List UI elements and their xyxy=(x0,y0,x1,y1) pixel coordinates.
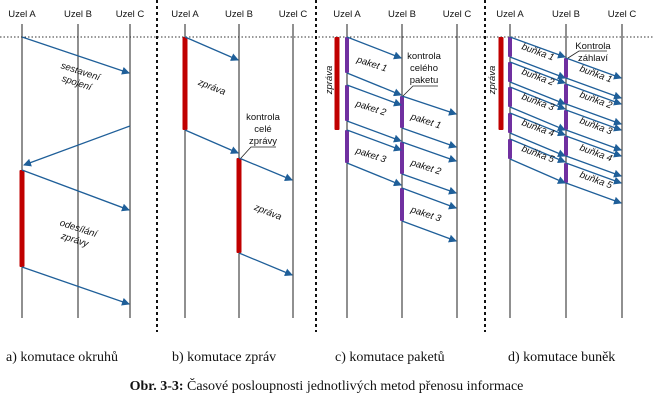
cell-bar-d-a-3 xyxy=(508,87,512,107)
figure-caption: Obr. 3-3: Časové posloupnosti jednotlivý… xyxy=(0,379,653,395)
node-label-b-b: Uzel B xyxy=(225,9,253,20)
figure-number: Obr. 3-3: xyxy=(129,379,184,394)
cell-label-ab-5: buňka 5 xyxy=(520,144,556,166)
cell-bar-d-a-1 xyxy=(508,37,512,57)
check-packet-3: paketu xyxy=(410,75,439,86)
node-label-c-a: Uzel A xyxy=(333,9,361,20)
node-label-d-b: Uzel B xyxy=(552,9,580,20)
message-bar-b-a xyxy=(182,37,188,130)
packet-bar-c-a-3 xyxy=(345,130,349,163)
node-label-a-c: Uzel C xyxy=(116,9,145,20)
message-bar-d xyxy=(498,37,504,130)
panel-a: Uzel A Uzel B Uzel C sestavení spojení o… xyxy=(8,9,144,318)
message-arrow-bc-end xyxy=(238,252,293,277)
cell-bar-d-b-3 xyxy=(564,110,568,130)
node-label-c-b: Uzel B xyxy=(388,9,416,20)
packet-label-ab-1: paket 1 xyxy=(354,54,388,74)
check-header-1: Kontrola xyxy=(575,41,611,52)
check-whole-message-1: kontrola xyxy=(246,112,281,123)
packet-bar-c-b-1 xyxy=(400,96,404,128)
packet-bar-c-b-2 xyxy=(400,142,404,174)
packet-label-ab-3: paket 3 xyxy=(353,145,388,166)
zprava-label-1: zpráva xyxy=(196,77,227,98)
caption-a: a) komutace okruhů xyxy=(6,350,118,365)
panel-b: Uzel A Uzel B Uzel C zpráva kontrola cel… xyxy=(171,9,307,318)
cell-label-bc-1: buňka 1 xyxy=(578,64,614,86)
cell-bar-d-b-2 xyxy=(564,84,568,104)
node-label-d-c: Uzel C xyxy=(608,9,637,20)
message-bar-c xyxy=(334,37,340,130)
node-label-c-c: Uzel C xyxy=(443,9,472,20)
cell-label-ab-3: buňka 3 xyxy=(520,92,556,114)
confirm-arrow xyxy=(23,125,131,167)
cell-label-bc-5: buňka 5 xyxy=(578,170,614,192)
packet-label-bc-1: paket 1 xyxy=(408,111,442,131)
send-arrow-start xyxy=(21,169,130,212)
cell-label-ab-2: buňka 2 xyxy=(520,67,556,89)
packet-label-bc-3: paket 3 xyxy=(408,204,443,225)
cell-bar-d-b-5 xyxy=(564,163,568,183)
cell-arrows-bc xyxy=(565,57,622,205)
figure-title: Časové posloupnosti jednotlivých metod p… xyxy=(187,379,524,394)
cell-label-bc-3: buňka 3 xyxy=(578,116,614,138)
cell-bar-d-a-5 xyxy=(508,139,512,159)
cell-arrows-ab xyxy=(509,36,566,184)
message-arrow-bc-start xyxy=(238,157,293,182)
cell-label-ab-1: buňka 1 xyxy=(520,42,556,64)
panel-d: Uzel A Uzel B Uzel C zpráva xyxy=(487,9,636,318)
zprava-vertical-c: zpráva xyxy=(324,66,335,96)
panel-c: Uzel A Uzel B Uzel C zpráva xyxy=(324,9,471,318)
timing-diagram: Uzel A Uzel B Uzel C sestavení spojení o… xyxy=(0,0,653,332)
node-label-b-c: Uzel C xyxy=(279,9,308,20)
cell-bar-d-a-2 xyxy=(508,62,512,82)
check-packet-2: celého xyxy=(410,63,438,74)
check-callout-d xyxy=(567,50,607,59)
check-callout-c xyxy=(402,85,438,97)
send-arrow-end xyxy=(21,266,130,306)
packet-bar-c-a-2 xyxy=(345,85,349,121)
packet-arrows-ab xyxy=(346,36,402,187)
caption-c: c) komutace paketů xyxy=(335,350,445,365)
packet-arrows-bc xyxy=(401,95,457,243)
node-label-a-b: Uzel B xyxy=(64,9,92,20)
message-bar-a xyxy=(19,170,25,267)
caption-d: d) komutace buněk xyxy=(508,350,616,365)
node-label-a-a: Uzel A xyxy=(8,9,36,20)
packet-label-ab-2: paket 2 xyxy=(353,98,388,119)
message-arrow-ab-start xyxy=(184,36,239,61)
message-arrow-ab-end xyxy=(184,129,239,154)
zprava-label-2: zpráva xyxy=(252,202,283,223)
cell-bar-d-b-4 xyxy=(564,136,568,156)
node-label-d-a: Uzel A xyxy=(496,9,524,20)
setup-arrow xyxy=(21,36,130,75)
packet-bar-c-a-1 xyxy=(345,37,349,73)
packet-label-bc-2: paket 2 xyxy=(408,157,443,178)
cell-label-bc-2: buňka 2 xyxy=(578,90,614,112)
check-callout-b xyxy=(240,146,276,159)
message-bar-b-b xyxy=(236,158,242,253)
caption-b: b) komutace zpráv xyxy=(172,350,277,365)
cell-bar-d-a-4 xyxy=(508,113,512,133)
check-header-2: záhlaví xyxy=(578,53,608,64)
check-packet-1: kontrola xyxy=(407,51,442,62)
cell-label-ab-4: buňka 4 xyxy=(520,118,556,140)
packet-bar-c-b-3 xyxy=(400,188,404,221)
cell-bar-d-b-1 xyxy=(564,58,568,78)
check-whole-message-2: celé xyxy=(254,124,271,135)
node-label-b-a: Uzel A xyxy=(171,9,199,20)
zprava-vertical-d: zpráva xyxy=(487,66,498,96)
check-whole-message-3: zprávy xyxy=(249,136,277,147)
